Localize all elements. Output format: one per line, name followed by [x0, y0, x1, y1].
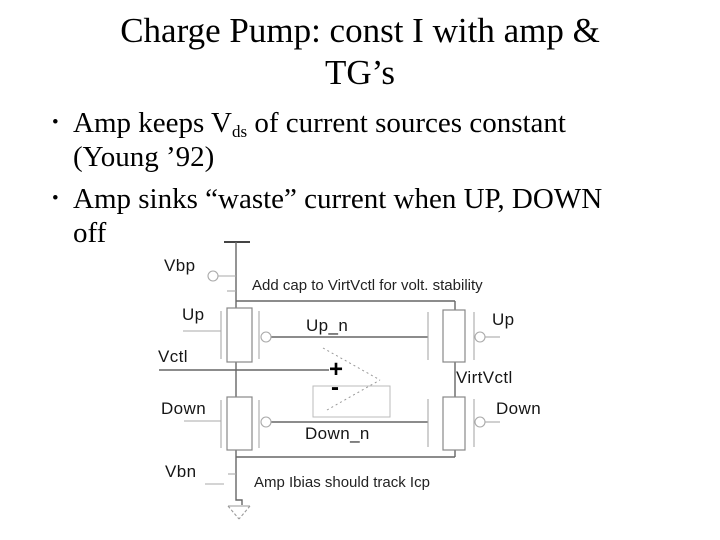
- op-amp-triangle: [322, 347, 381, 411]
- title-line-1: Charge Pump: const I with amp &: [120, 11, 600, 50]
- tg4-gate-bars: [427, 399, 475, 447]
- tg3-gate-bars: [427, 312, 475, 360]
- ground-icon: [227, 505, 251, 520]
- label-virt-vctl: VirtVctl: [456, 368, 513, 387]
- label-up-n: Up_n: [306, 316, 349, 335]
- label-vbn: Vbn: [165, 462, 197, 481]
- tg-boxes: [226, 307, 466, 451]
- tg-box-up-left: [226, 307, 253, 363]
- slide-title: Charge Pump: const I with amp & TG’s: [0, 10, 720, 94]
- annotation-cap-note: Add cap to VirtVctl for volt. stability: [252, 277, 483, 294]
- bullet-item-2: • Amp sinks “waste” current when UP, DOW…: [52, 182, 632, 250]
- label-down-left: Down: [161, 399, 207, 418]
- bullet-item-1: • Amp keeps Vds of current sources const…: [52, 106, 632, 174]
- tg-box-up-right: [442, 309, 466, 363]
- bullet-list: • Amp keeps Vds of current sources const…: [52, 106, 632, 258]
- left-rail-bottom: [235, 450, 243, 505]
- label-up-right: Up: [492, 310, 515, 329]
- up-n-bubble: [260, 331, 272, 343]
- op-amp-symbol: [312, 347, 391, 418]
- tg-box-down-right: [442, 396, 466, 451]
- bullet1-subscript: ds: [231, 122, 248, 141]
- bullet-text-1: Amp keeps Vds of current sources constan…: [73, 106, 632, 174]
- label-up-left: Up: [182, 305, 205, 324]
- annotation-ibias-note: Amp Ibias should track Icp: [254, 474, 430, 491]
- bullet1-post: of current sources constant (Young ’92): [73, 107, 566, 173]
- up-right-bubble: [474, 331, 486, 343]
- tg1-gate-bars: [220, 311, 260, 359]
- down-right-bubble: [474, 416, 486, 428]
- label-down-n: Down_n: [305, 424, 370, 443]
- op-amp-minus-input: -: [331, 374, 339, 401]
- label-down-right: Down: [496, 399, 542, 418]
- op-amp-body-rect: [312, 385, 391, 418]
- title-line-2: TG’s: [325, 53, 395, 92]
- down-n-bubble: [260, 416, 272, 428]
- tg-box-down-left: [226, 396, 253, 451]
- op-amp-plus-input: +: [329, 356, 344, 383]
- main-wires: [159, 241, 456, 505]
- bullet1-pre: Amp keeps V: [73, 107, 232, 139]
- label-vbp: Vbp: [164, 256, 196, 275]
- bullet-icon: •: [52, 112, 59, 133]
- label-vctl: Vctl: [158, 347, 188, 366]
- bullet-icon: •: [52, 188, 59, 209]
- vbp-gate-bubble: [207, 270, 219, 282]
- bullet-text-2: Amp sinks “waste” current when UP, DOWN …: [73, 183, 603, 249]
- gate-structures: [183, 270, 500, 485]
- tg2-gate-bars: [220, 400, 260, 448]
